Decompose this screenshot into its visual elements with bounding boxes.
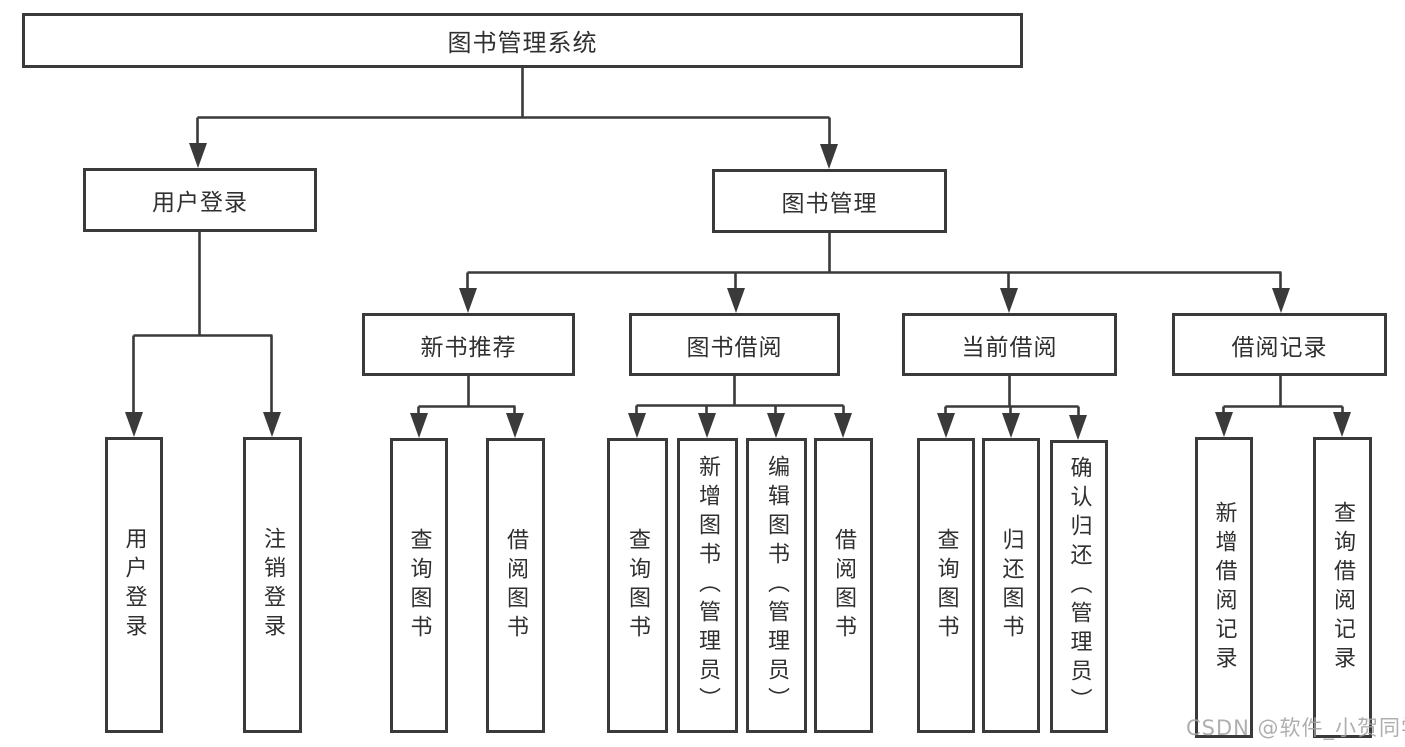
arrowhead-current-borrowing xyxy=(937,413,1087,440)
leaf-confirm-return-admin: 确认归还（管理员） xyxy=(1050,440,1108,733)
leaf-borrow-books-label: 借阅图书 xyxy=(831,527,857,644)
arrowhead-book-borrowing xyxy=(628,413,852,438)
arrowhead-root xyxy=(189,143,838,169)
leaf-logout-label: 注销登录 xyxy=(260,527,286,643)
node-book-borrowing: 图书借阅 xyxy=(629,313,840,376)
leaf-add-book-admin: 新增图书（管理员） xyxy=(677,438,738,733)
arrowhead-borrowing-records xyxy=(1215,412,1351,437)
leaf-add-book-admin-label: 新增图书（管理员） xyxy=(695,455,721,716)
leaf-query-books-current: 查询图书 xyxy=(917,438,975,733)
leaf-query-books-borrowing-label: 查询图书 xyxy=(625,527,651,644)
node-new-book-recommend: 新书推荐 xyxy=(362,313,575,376)
leaf-edit-book-admin: 编辑图书（管理员） xyxy=(746,438,807,733)
leaf-confirm-return-admin-label: 确认归还（管理员） xyxy=(1066,456,1092,717)
leaf-user-login-label: 用户登录 xyxy=(121,527,147,643)
leaf-query-borrow-record-label: 查询借阅记录 xyxy=(1330,500,1356,675)
leaf-query-books-recommend: 查询图书 xyxy=(390,438,448,733)
connector-user-login xyxy=(132,232,273,414)
leaf-user-login: 用户登录 xyxy=(105,437,163,733)
leaf-borrow-books-recommend: 借阅图书 xyxy=(486,438,545,733)
leaf-borrow-books-recommend-label: 借阅图书 xyxy=(503,527,529,644)
leaf-borrow-books: 借阅图书 xyxy=(814,438,873,733)
leaf-edit-book-admin-label: 编辑图书（管理员） xyxy=(764,455,790,716)
arrowhead-book-management xyxy=(459,288,1290,313)
leaf-return-books: 归还图书 xyxy=(982,438,1040,733)
node-root-system: 图书管理系统 xyxy=(22,13,1023,68)
leaf-query-books-current-label: 查询图书 xyxy=(933,527,959,644)
leaf-query-books-borrowing: 查询图书 xyxy=(607,438,668,733)
leaf-logout: 注销登录 xyxy=(243,437,302,733)
leaf-return-books-label: 归还图书 xyxy=(998,527,1024,644)
connector-borrowing-records xyxy=(1222,376,1344,414)
leaf-query-books-recommend-label: 查询图书 xyxy=(406,527,432,644)
node-borrowing-records: 借阅记录 xyxy=(1172,313,1387,376)
leaf-add-borrow-record: 新增借阅记录 xyxy=(1195,437,1253,738)
connector-current-borrowing xyxy=(944,376,1080,416)
node-current-borrowing: 当前借阅 xyxy=(902,313,1117,376)
connector-book-borrowing xyxy=(635,376,845,414)
arrowhead-new-book-recommend xyxy=(410,413,524,438)
leaf-add-borrow-record-label: 新增借阅记录 xyxy=(1211,500,1237,675)
node-user-login: 用户登录 xyxy=(83,168,317,232)
arrowhead-user-login xyxy=(125,412,281,437)
node-book-management: 图书管理 xyxy=(712,169,947,233)
connector-book-management xyxy=(466,233,1282,290)
leaf-query-borrow-record: 查询借阅记录 xyxy=(1313,437,1372,738)
connector-root xyxy=(196,68,831,147)
connector-new-book-recommend xyxy=(417,376,516,414)
